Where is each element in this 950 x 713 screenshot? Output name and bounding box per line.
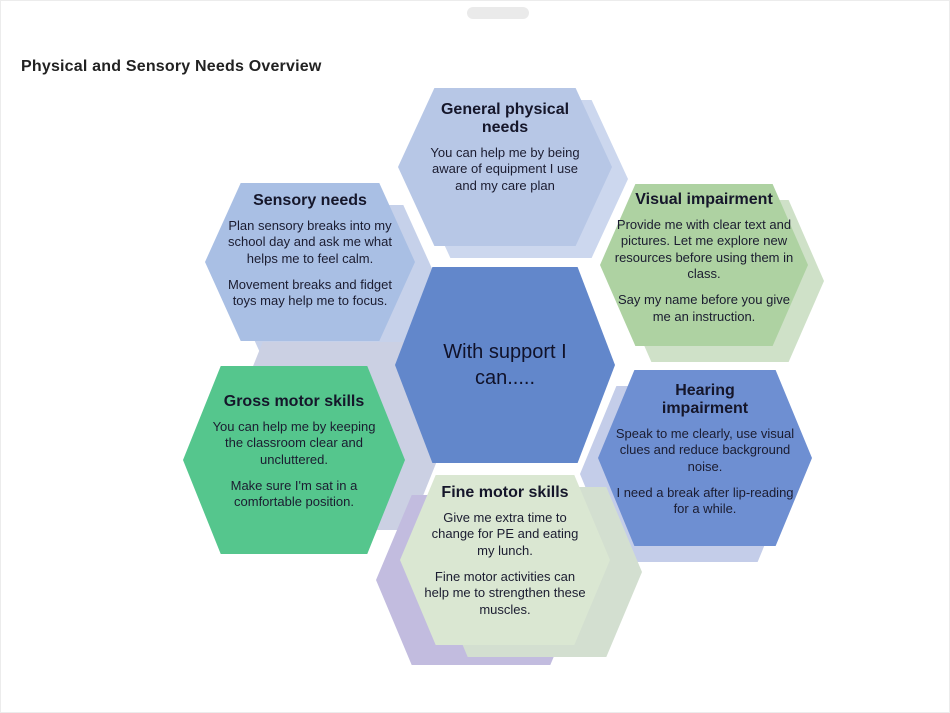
hex-content: Hearing impairment Speak to me clearly, …: [598, 370, 812, 546]
hex-hearing-impairment: Hearing impairment Speak to me clearly, …: [598, 370, 812, 546]
hex-content: With support I can.....: [395, 267, 615, 463]
hex-title: Hearing impairment: [661, 382, 749, 417]
scan-artifact-smudge: [467, 7, 529, 19]
hex-fine-motor-skills: Fine motor skills Give me extra time to …: [400, 475, 610, 645]
hex-general-physical-needs: General physical needs You can help me b…: [398, 88, 612, 246]
hex-content: General physical needs You can help me b…: [398, 88, 612, 246]
hex-content: Sensory needs Plan sensory breaks into m…: [205, 183, 415, 341]
page-title: Physical and Sensory Needs Overview: [21, 58, 322, 75]
hexagon-shape: [398, 88, 612, 246]
hex-paragraph: Plan sensory breaks into my school day a…: [227, 217, 393, 266]
hex-title: General physical needs: [440, 101, 570, 136]
hex-paragraph: Say my name before you give me an instru…: [618, 292, 790, 324]
hex-gross-motor-skills: Gross motor skills You can help me by ke…: [183, 366, 405, 554]
hex-paragraph: Give me extra time to change for PE and …: [431, 509, 579, 558]
hex-center-with-support: With support I can.....: [395, 267, 615, 463]
hex-paragraph: Make sure I'm sat in a comfortable posit…: [230, 478, 358, 510]
hex-paragraph: I need a break after lip-reading for a w…: [616, 484, 794, 517]
hex-content: Visual impairment Provide me with clear …: [600, 184, 808, 346]
hex-content: Fine motor skills Give me extra time to …: [400, 475, 610, 645]
hex-paragraph: You can help me by keeping the classroom…: [212, 418, 376, 467]
hexagon-shape: [400, 475, 610, 645]
hexagon-shape: [205, 183, 415, 341]
hexagon-shape: [598, 370, 812, 546]
hexagon-shape: [600, 184, 808, 346]
hex-title: Sensory needs: [253, 192, 367, 209]
hex-title: Gross motor skills: [223, 393, 365, 410]
hex-title: Fine motor skills: [441, 484, 569, 501]
hex-paragraph: Fine motor activities can help me to str…: [424, 569, 586, 617]
hex-content: Gross motor skills You can help me by ke…: [183, 366, 405, 554]
hex-sensory-needs: Sensory needs Plan sensory breaks into m…: [205, 183, 415, 341]
hexagon-shape: [395, 267, 615, 463]
hex-title: Visual impairment: [635, 191, 773, 208]
hex-paragraph: Speak to me clearly, use visual clues an…: [615, 425, 795, 474]
hexagon-shape: [183, 366, 405, 554]
hex-paragraph: Provide me with clear text and pictures.…: [614, 216, 794, 282]
hex-paragraph: You can help me by being aware of equipm…: [430, 144, 580, 193]
hex-visual-impairment: Visual impairment Provide me with clear …: [600, 184, 808, 346]
hex-paragraph: Movement breaks and fidget toys may help…: [227, 277, 393, 309]
hex-title: With support I can.....: [443, 341, 567, 389]
